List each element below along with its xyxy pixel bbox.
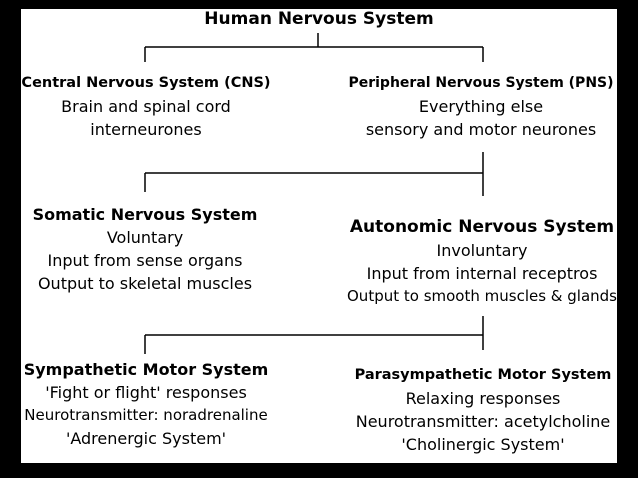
parasympathetic-node: Parasympathetic Motor System Relaxing re…: [352, 364, 614, 456]
parasympathetic-line: Relaxing responses: [405, 389, 561, 408]
autonomic-line: Input from internal receptros: [366, 264, 598, 283]
somatic-title: Somatic Nervous System: [32, 205, 258, 224]
sympathetic-line: 'Fight or flight' responses: [45, 383, 247, 402]
somatic-line: Output to skeletal muscles: [37, 274, 253, 293]
sympathetic-line: Neurotransmitter: noradrenaline: [24, 406, 268, 424]
autonomic-node: Autonomic Nervous System Involuntary Inp…: [346, 216, 618, 308]
parasympathetic-title: Parasympathetic Motor System: [354, 367, 612, 383]
pns-node: Peripheral Nervous System (PNS) Everythi…: [344, 72, 618, 141]
parasympathetic-line: Neurotransmitter: acetylcholine: [355, 412, 611, 431]
cns-line: Brain and spinal cord: [61, 97, 231, 116]
sympathetic-node: Sympathetic Motor System 'Fight or fligh…: [21, 358, 271, 450]
cns-title: Central Nervous System (CNS): [21, 75, 271, 91]
sympathetic-title: Sympathetic Motor System: [23, 360, 269, 379]
pns-line: sensory and motor neurones: [365, 120, 597, 139]
autonomic-line: Output to smooth muscles & glands: [347, 287, 617, 305]
parasympathetic-line: 'Cholinergic System': [401, 435, 565, 454]
somatic-line: Voluntary: [106, 228, 184, 247]
somatic-line: Input from sense organs: [47, 251, 243, 270]
root-title: Human Nervous System: [204, 9, 434, 29]
cns-node: Central Nervous System (CNS) Brain and s…: [20, 72, 272, 141]
diagram-panel: [21, 9, 617, 463]
somatic-node: Somatic Nervous System Voluntary Input f…: [30, 203, 260, 295]
autonomic-title: Autonomic Nervous System: [349, 217, 615, 237]
sympathetic-line: 'Adrenergic System': [65, 429, 227, 448]
pns-line: Everything else: [418, 97, 544, 116]
autonomic-line: Involuntary: [436, 241, 528, 260]
cns-line: interneurones: [90, 120, 202, 139]
pns-title: Peripheral Nervous System (PNS): [348, 75, 614, 91]
